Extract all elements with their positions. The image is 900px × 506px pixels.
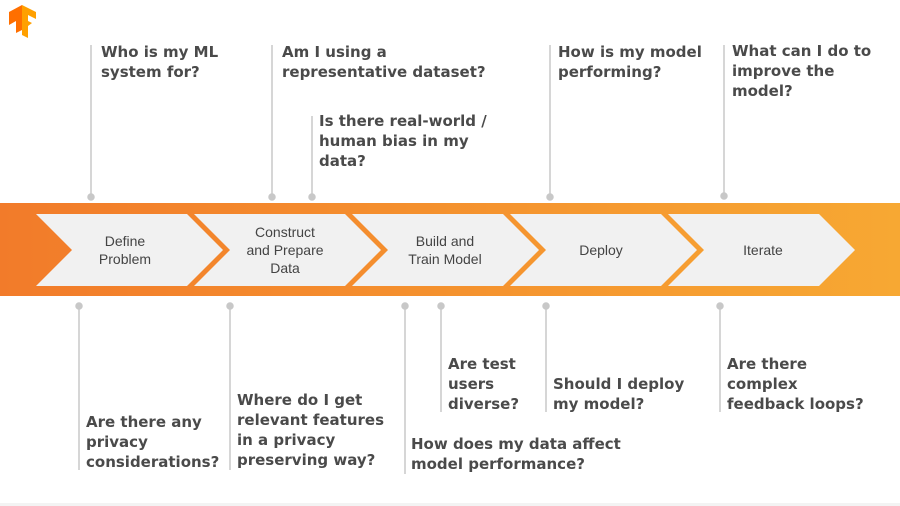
stage-label-iterate: Iterate <box>743 242 783 258</box>
chevron-deploy <box>510 214 697 286</box>
chevron-build <box>352 214 539 286</box>
question-data-affect: How does my data affect model performanc… <box>411 435 621 473</box>
question-bias: Is there real-world / human bias in my d… <box>319 112 487 170</box>
question-privacy: Are there any privacy considerations? <box>86 413 220 471</box>
question-features: Where do I get relevant features in a pr… <box>237 391 385 469</box>
tensorflow-logo-icon <box>9 5 36 38</box>
question-feedback: Are there complex feedback loops? <box>727 355 864 413</box>
question-representative: Am I using a representative dataset? <box>282 43 486 81</box>
stage-label-deploy: Deploy <box>579 242 623 258</box>
question-test-users: Are test users diverse? <box>448 355 520 413</box>
stage-label-build: Build and Train Model <box>408 233 482 267</box>
stage-label-define: Define Problem <box>98 233 152 267</box>
question-improve: What can I do to improve the model? <box>732 42 872 100</box>
chevron-construct <box>194 214 381 286</box>
chevron-define <box>36 214 223 286</box>
question-performing: How is my model performing? <box>558 43 702 81</box>
question-who-for: Who is my ML system for? <box>101 43 219 81</box>
chevron-iterate <box>668 214 855 286</box>
stage-label-construct: Construct and Prepare Data <box>246 224 324 276</box>
question-should-deploy: Should I deploy my model? <box>553 375 685 413</box>
bottom-divider <box>0 503 900 506</box>
